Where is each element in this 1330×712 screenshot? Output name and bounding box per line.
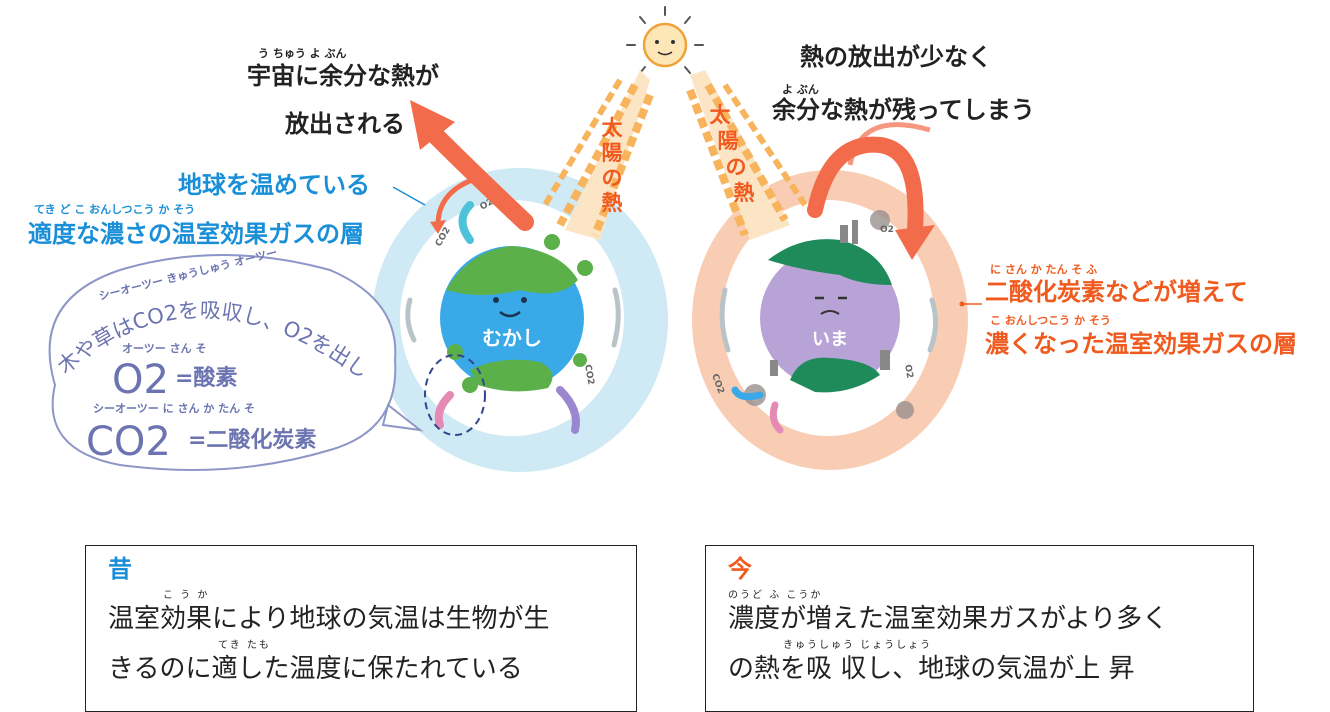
sun-beam-right [686,70,808,240]
sun-heat-char: 陽 [718,129,739,153]
top-right-caption: 熱の放出が少なく よ ぶん 余分な熱が残ってしまう [771,43,1035,124]
box-now-line: 濃度が増えた温室効果ガスがより多く [728,604,1169,634]
ruby-text: に さん か たん そ ふ [990,263,1097,276]
caption-line: 放出される [284,110,405,138]
ruby-text: よ ぶん [782,83,819,96]
caption-line: 宇宙に余分な熱が [247,62,439,90]
earth-now: いま [744,210,914,419]
box-now-line: の熱を吸 収し、地球の気温が上 昇 [728,654,1135,684]
sun-heat-char: の [726,155,747,179]
gas-label: O2 [902,364,914,379]
ruby-text: オーツー さん そ [122,342,206,355]
box-now-title: 今 [728,555,752,583]
box-past-line: きるのに適した温度に保たれている [108,654,523,684]
gas-label: CO2 [582,364,595,386]
sun-icon [626,6,704,74]
top-left-caption: う ちゅう よ ぶん 宇宙に余分な熱が 放出される [247,47,439,138]
sun-beam-left [542,70,654,240]
sun-heat-label-left: 太 陽 の 熱 [602,116,624,215]
label-line: 二酸化炭素などが増えて [985,278,1248,306]
right-layer-label: に さん か たん そ ふ 二酸化炭素などが増えて こ おんしつこう か そう … [959,263,1297,358]
sun-heat-char: 熱 [602,191,623,215]
box-past-line: 温室効果により地球の気温は生物が生 [108,604,550,634]
sun-heat-label-right: 太 陽 の 熱 [710,103,755,205]
ruby-text: う ちゅう よ ぶん [258,47,347,60]
left-layer-label: 地球を温めている てき ど こ おんしつこう か そう 適度な濃さの温室効果ガス… [28,171,426,248]
ruby-text: てき ど こ おんしつこう か そう [34,203,195,216]
ruby-text: てき たも [218,640,271,651]
sun-heat-char: の [602,166,623,190]
sun-heat-char: 太 [602,116,624,140]
earth-now-label: いま [812,329,848,350]
ruby-text: こ おんしつこう か そう [990,314,1111,327]
caption-line: 熱の放出が少なく [800,43,992,71]
sun-heat-char: 陽 [602,141,623,165]
gas-label: O2 [880,225,894,235]
ruby-text: シーオーツー に さん か たん そ [93,402,255,415]
ruby-text: こ う か [163,590,210,601]
label-line: 濃くなった温室効果ガスの層 [985,330,1297,358]
o2-formula: O2 [112,357,169,403]
co2-name: =二酸化炭素 [188,427,316,453]
earth-past-label: むかし [482,326,542,350]
box-past: 昔 こ う か 温室効果により地球の気温は生物が生 てき たも きるのに適した温… [85,545,637,712]
sun-heat-char: 太 [710,103,732,127]
label-line: 地球を温めている [178,171,370,199]
box-now: 今 のうど ふ こうか 濃度が増えた温室効果ガスがより多く きゅうしゅう じょう… [705,545,1254,712]
earth-past: むかし [440,234,593,393]
co2-formula: CO2 [86,419,171,465]
ruby-text: のうど ふ こうか [728,590,823,601]
ruby-text: きゅうしゅう じょうしょう [783,640,933,651]
sun-heat-char: 熱 [734,181,755,205]
caption-line: 余分な熱が残ってしまう [771,96,1035,124]
label-line: 適度な濃さの温室効果ガスの層 [28,220,364,248]
heat-release-arrow [410,100,534,234]
box-past-title: 昔 [108,555,132,583]
o2-name: =酸素 [175,365,237,391]
heat-trapped-arrow [807,122,935,260]
gas-flow-now: O2 CO2 O2 [709,225,914,434]
